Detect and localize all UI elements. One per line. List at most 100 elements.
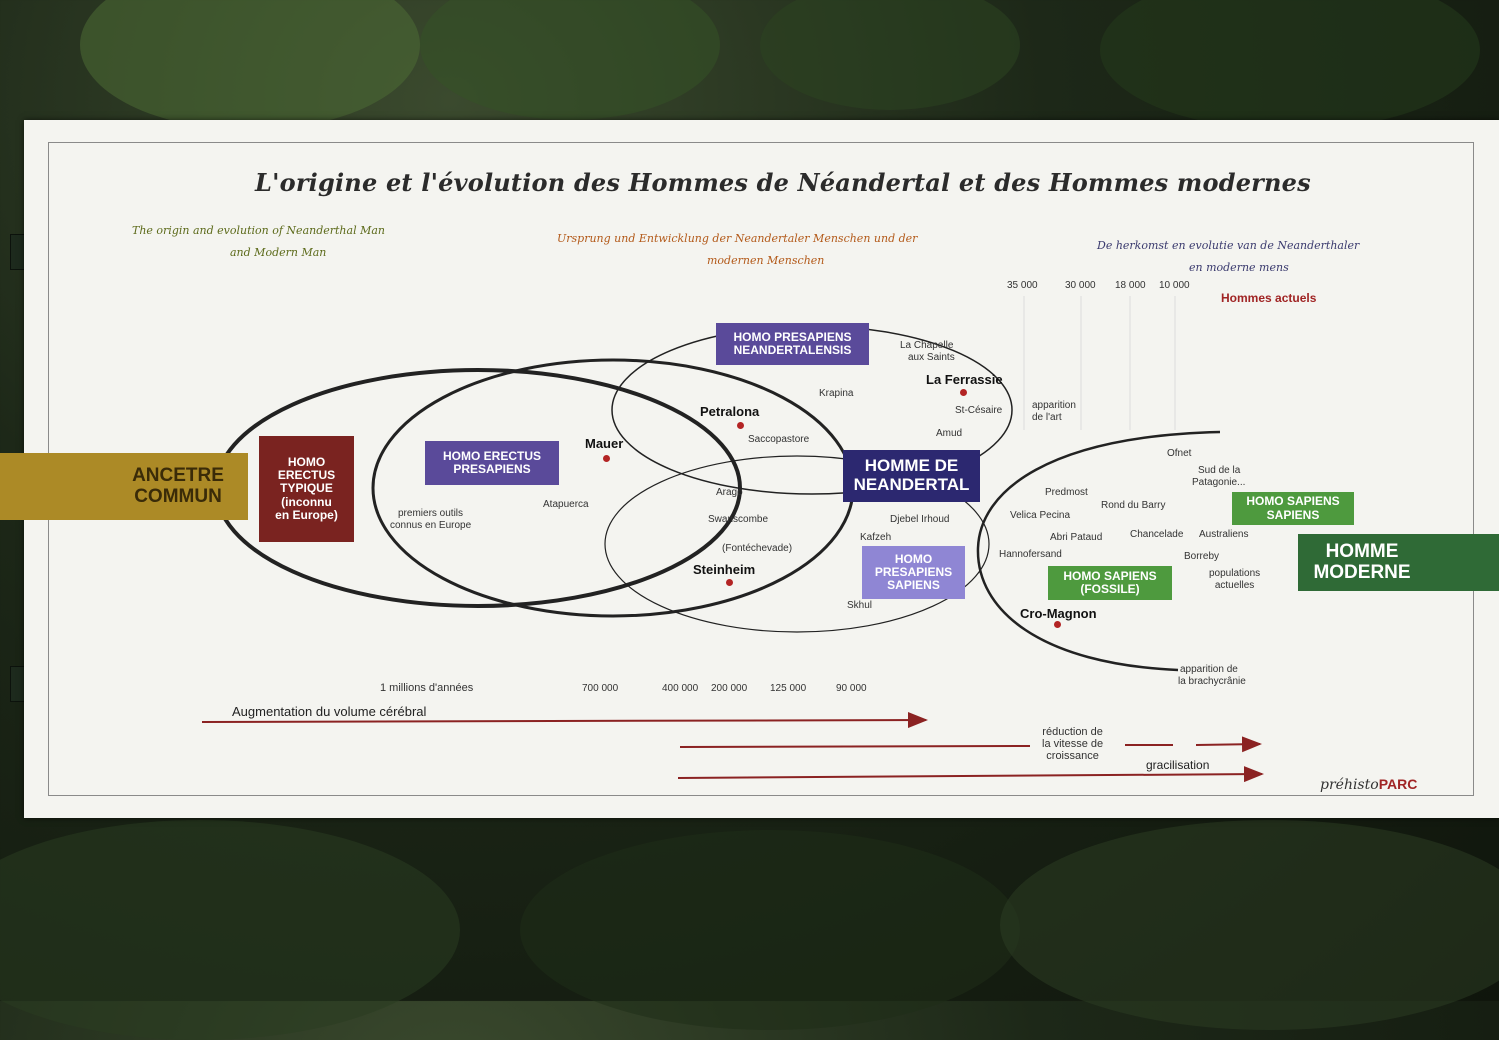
site-arago: Arago xyxy=(716,487,743,498)
site-hannofersand: Hannofersand xyxy=(999,549,1062,560)
box-line: SAPIENS xyxy=(1266,507,1320,522)
site-fontechevade: (Fontéchevade) xyxy=(722,543,793,554)
subtitle-line: modernen Menschen xyxy=(707,254,825,267)
site-australiens: Australiens xyxy=(1199,529,1249,540)
sign-title: L'origine et l'évolution des Hommes de N… xyxy=(255,168,1311,197)
note-line: premiers outils xyxy=(398,508,464,519)
subtitle-german: Ursprung und Entwicklung der Neandertale… xyxy=(557,228,917,272)
logo-suffix: PARC xyxy=(1378,776,1418,792)
ellipse-sapiens xyxy=(604,455,990,633)
site-chancelade: Chancelade xyxy=(1130,529,1184,540)
site-velica-pecina: Velica Pecina xyxy=(1010,510,1071,521)
box-line: HOMME xyxy=(1325,540,1399,562)
site-borreby: Borreby xyxy=(1184,551,1220,562)
box-line: HOMO xyxy=(287,455,326,470)
box-homo-sapiens-sapiens: HOMO SAPIENS SAPIENS xyxy=(1232,492,1354,525)
site-steinheim: Steinheim xyxy=(693,562,756,577)
site-swanscombe: Swanscombe xyxy=(708,514,769,525)
foliage-patch xyxy=(1100,0,1480,130)
note-line: la brachycrânie xyxy=(1178,676,1246,687)
note-line: populations xyxy=(1209,568,1261,579)
arrow-reduction xyxy=(1195,736,1262,753)
box-homme-moderne: HOMME MODERNE xyxy=(1298,534,1499,591)
site-djebel-irhoud: Djebel Irhoud xyxy=(890,514,950,525)
box-line: HOMO ERECTUS xyxy=(442,448,541,463)
box-line: NEANDERTAL xyxy=(853,475,970,494)
site-abri-pataud: Abri Pataud xyxy=(1050,532,1103,543)
timeline-label-90000: 90 000 xyxy=(836,683,867,694)
note-line: apparition xyxy=(1032,400,1076,411)
apparition-art-note: apparition de l'art xyxy=(1032,400,1076,424)
foliage-patch xyxy=(760,0,1020,110)
site-amud: Amud xyxy=(936,428,963,439)
timeline-top-label: 18 000 xyxy=(1115,280,1146,291)
arrow-volume-label: Augmentation du volume cérébral xyxy=(232,704,427,719)
timeline-label-million: 1 millions d'années xyxy=(380,682,474,694)
ellipse-presapiens xyxy=(371,358,855,618)
box-line: ERECTUS xyxy=(277,468,336,483)
box-homo-presapiens-sapiens: HOMO PRESAPIENS SAPIENS xyxy=(862,546,965,599)
premiers-outils-note: premiers outils connus en Europe xyxy=(390,508,471,532)
site-line: La Chapelle xyxy=(900,340,954,351)
box-homo-erectus-presapiens: HOMO ERECTUS PRESAPIENS xyxy=(425,441,559,485)
site-line: Patagonie... xyxy=(1192,477,1246,488)
foliage-patch xyxy=(420,0,720,120)
subtitle-english: The origin and evolution of Neanderthal … xyxy=(132,220,385,264)
box-line: PRESAPIENS xyxy=(453,462,531,476)
box-homo-presapiens-neandertalensis: HOMO PRESAPIENS NEANDERTALENSIS xyxy=(716,323,869,365)
timeline-label-200000: 200 000 xyxy=(711,683,748,694)
site-st-cesaire: St-Césaire xyxy=(955,405,1003,416)
site-la-ferrassie: La Ferrassie xyxy=(926,372,1003,387)
timeline-top-label: 35 000 xyxy=(1007,280,1038,291)
site-atapuerca: Atapuerca xyxy=(543,499,589,510)
foliage-patch xyxy=(1000,820,1499,1030)
site-rond-du-barry: Rond du Barry xyxy=(1101,500,1166,511)
box-line: MODERNE xyxy=(1313,561,1411,583)
box-line: (FOSSILE) xyxy=(1080,582,1140,596)
note-line: connus en Europe xyxy=(390,520,472,531)
site-ofnet: Ofnet xyxy=(1167,448,1192,459)
note-line: réduction de xyxy=(1042,726,1103,738)
foliage-patch xyxy=(520,830,1020,1030)
note-line: la vitesse de xyxy=(1042,738,1104,750)
site-sud-patagonie: Sud de la Patagonie... xyxy=(1192,465,1245,489)
box-line: HOMO PRESAPIENS xyxy=(733,329,852,344)
subtitle-line: Ursprung und Entwicklung der Neandertale… xyxy=(557,232,918,245)
note-line: actuelles xyxy=(1214,580,1255,591)
timeline-label-700000: 700 000 xyxy=(582,683,619,694)
site-cro-magnon-dot xyxy=(1054,621,1061,628)
arrow-reduction-label: réduction de la vitesse de croissance xyxy=(1042,726,1103,762)
arrow-reduction xyxy=(679,745,1031,748)
note-line: apparition de xyxy=(1180,664,1238,675)
site-la-chapelle: La Chapelle aux Saints xyxy=(900,340,955,364)
box-line: (inconnu xyxy=(281,494,332,509)
site-line: aux Saints xyxy=(908,352,955,363)
box-line: NEANDERTALENSIS xyxy=(733,343,852,357)
box-line: en Europe) xyxy=(275,507,338,522)
apparition-brachycranie: apparition de la brachycrânie xyxy=(1178,664,1246,688)
box-line: HOMO xyxy=(894,551,933,566)
logo-prefix: préhisto xyxy=(1320,777,1379,793)
site-petralona-dot xyxy=(737,422,744,429)
box-line: TYPIQUE xyxy=(280,481,333,496)
populations-actuelles: populations actuelles xyxy=(1209,568,1260,592)
site-petralona: Petralona xyxy=(700,404,760,419)
arrow-volume xyxy=(201,712,928,729)
box-ancetre-commun: ANCETRE COMMUN xyxy=(0,453,248,520)
arrow-gracilisation xyxy=(677,766,1264,783)
prehistoparc-logo: préhistoPARC xyxy=(1320,776,1417,793)
site-mauer: Mauer xyxy=(585,436,624,451)
box-line: HOMO SAPIENS xyxy=(1063,568,1157,583)
hommes-actuels-label: Hommes actuels xyxy=(1221,291,1317,305)
site-kafzeh: Kafzeh xyxy=(860,532,892,543)
site-cro-magnon: Cro-Magnon xyxy=(1020,606,1097,621)
arrow-gracilisation-label: gracilisation xyxy=(1146,758,1210,772)
subtitle-line: and Modern Man xyxy=(230,246,327,259)
subtitle-line: The origin and evolution of Neanderthal … xyxy=(132,224,385,237)
note-line: de l'art xyxy=(1032,412,1062,423)
foliage-patch xyxy=(80,0,420,130)
box-line: SAPIENS xyxy=(887,578,940,593)
timeline-top-label: 10 000 xyxy=(1159,280,1190,291)
site-line: Sud de la xyxy=(1198,465,1241,476)
site-skhul: Skhul xyxy=(847,600,873,611)
